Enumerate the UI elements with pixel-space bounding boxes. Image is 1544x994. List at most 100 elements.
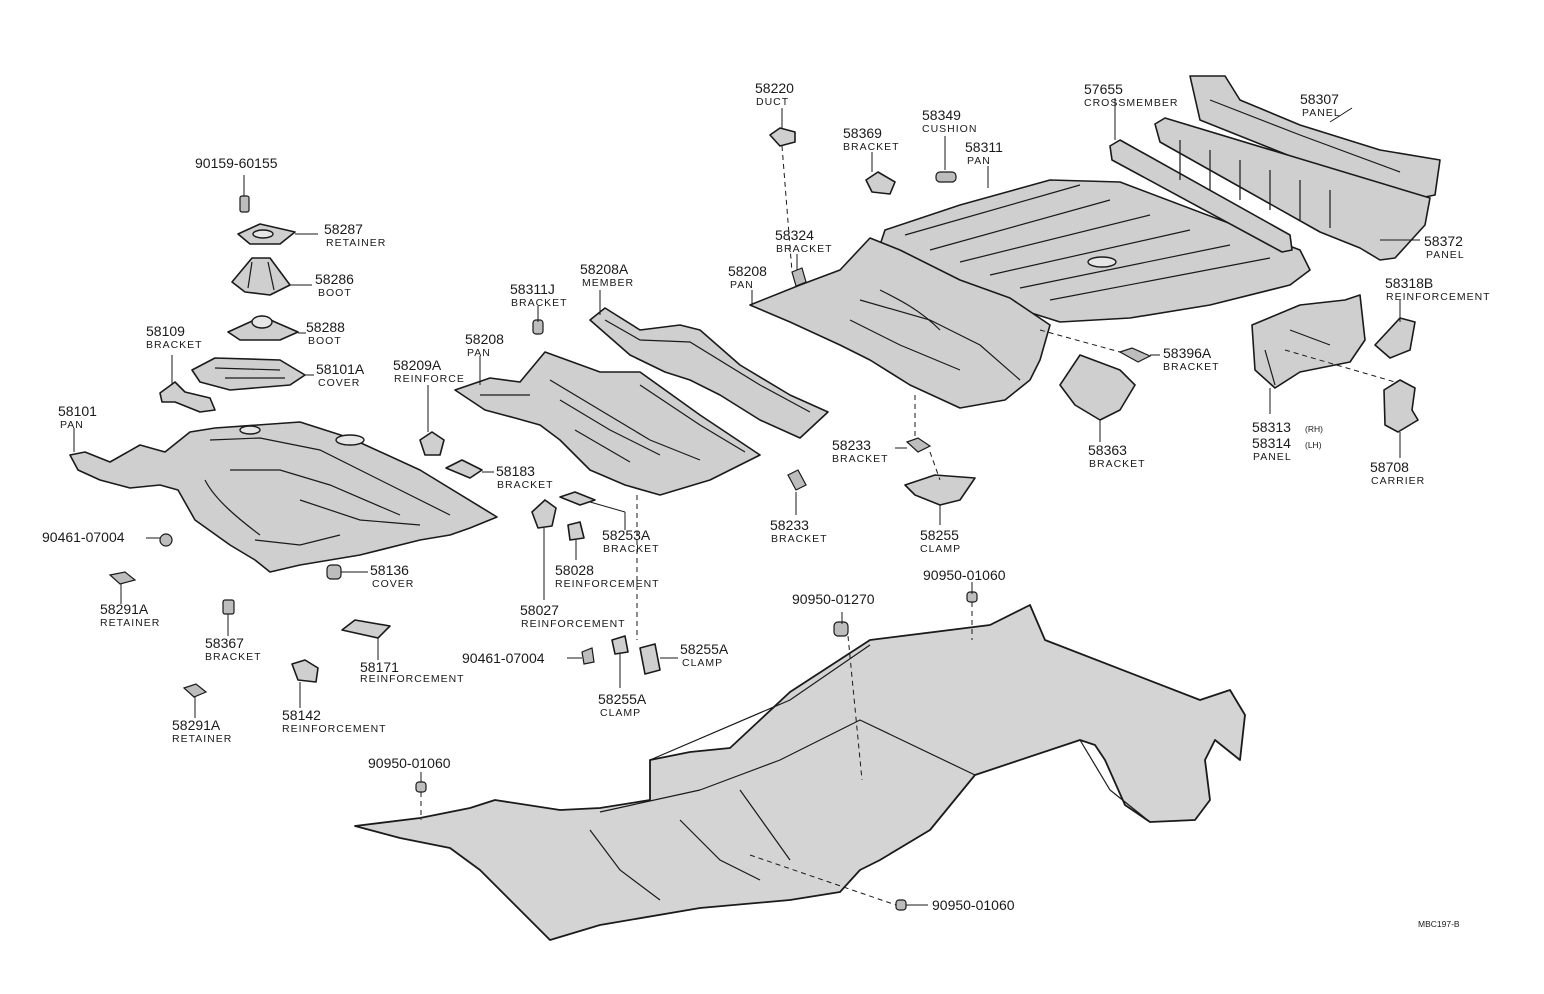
svg-text:(RH): (RH) — [1305, 424, 1323, 434]
svg-text:BRACKET: BRACKET — [776, 243, 833, 255]
svg-text:58313: 58313 — [1252, 419, 1291, 435]
svg-text:MBC197-B: MBC197-B — [1418, 919, 1460, 929]
svg-text:REINFORCE: REINFORCE — [394, 373, 465, 385]
reinforcement-58028 — [567, 521, 585, 541]
svg-text:58208: 58208 — [465, 331, 504, 347]
plug-90950-01060-left — [415, 781, 427, 793]
svg-text:58311J: 58311J — [510, 281, 555, 297]
svg-text:58142: 58142 — [282, 707, 321, 723]
leader-lines — [73, 98, 1420, 906]
svg-text:58288: 58288 — [306, 319, 345, 335]
label-58255A-mid: 58255A CLAMP — [598, 691, 647, 719]
panel-58313-58314 — [1251, 294, 1366, 389]
svg-text:58255A: 58255A — [680, 641, 729, 657]
label-58291A-upper: 58291A RETAINER — [100, 601, 159, 629]
svg-text:90950-01270: 90950-01270 — [792, 591, 875, 607]
label-58255: 58255 CLAMP — [920, 527, 961, 555]
svg-text:58324: 58324 — [775, 227, 814, 243]
svg-text:58253A: 58253A — [602, 527, 651, 543]
label-58349: 58349 CUSHION — [922, 107, 977, 135]
svg-text:PANEL: PANEL — [1302, 107, 1341, 119]
svg-text:58318B: 58318B — [1385, 275, 1433, 291]
svg-text:CLAMP: CLAMP — [600, 707, 641, 719]
bracket-58233-lower — [787, 469, 807, 491]
svg-text:58233: 58233 — [770, 517, 809, 533]
svg-text:CLAMP: CLAMP — [920, 543, 961, 555]
svg-text:58255: 58255 — [920, 527, 959, 543]
svg-text:90950-01060: 90950-01060 — [368, 755, 451, 771]
bracket-58253A — [559, 491, 596, 506]
svg-text:COVER: COVER — [372, 578, 414, 590]
svg-text:RETAINER: RETAINER — [326, 237, 386, 249]
svg-text:REINFORCEMENT: REINFORCEMENT — [521, 618, 626, 630]
bracket-58183 — [445, 459, 483, 479]
label-58142: 58142 REINFORCEMENT — [282, 707, 387, 735]
svg-text:BRACKET: BRACKET — [497, 479, 554, 491]
svg-text:CUSHION: CUSHION — [922, 123, 977, 135]
label-58233-upper: 58233 BRACKET — [832, 437, 889, 465]
bracket-58311J — [532, 319, 544, 335]
label-90950-01270: 90950-01270 — [792, 591, 875, 607]
svg-text:PAN: PAN — [60, 419, 84, 431]
svg-text:58363: 58363 — [1088, 442, 1127, 458]
floor-carpet-assembly — [354, 604, 1246, 941]
svg-text:58183: 58183 — [496, 463, 535, 479]
svg-text:DUCT: DUCT — [756, 96, 789, 108]
label-58233-lower: 58233 BRACKET — [770, 517, 828, 545]
svg-text:58171: 58171 — [360, 659, 399, 675]
member-58208A — [589, 307, 829, 439]
svg-text:90461-07004: 90461-07004 — [42, 529, 125, 545]
svg-text:90159-60155: 90159-60155 — [195, 155, 278, 171]
label-58101: 58101 PAN — [58, 403, 97, 431]
svg-text:MEMBER: MEMBER — [582, 277, 634, 289]
svg-text:REINFORCEMENT: REINFORCEMENT — [1386, 291, 1491, 303]
label-58324: 58324 BRACKET — [775, 227, 833, 255]
label-58396A: 58396A BRACKET — [1163, 345, 1219, 373]
svg-text:BRACKET: BRACKET — [832, 453, 889, 465]
part-labels: 90159-60155 58287 RETAINER 58286 BOOT 58… — [42, 80, 1491, 929]
svg-text:58027: 58027 — [520, 602, 559, 618]
panel-58372 — [1154, 117, 1431, 261]
label-58183: 58183 BRACKET — [496, 463, 554, 491]
svg-text:90950-01060: 90950-01060 — [932, 897, 1015, 913]
svg-text:58287: 58287 — [324, 221, 363, 237]
label-58101A: 58101A COVER — [316, 361, 365, 389]
reinforcement-58027 — [531, 499, 557, 529]
svg-text:PANEL: PANEL — [1253, 451, 1292, 463]
label-90950-01060-bottom: 90950-01060 — [932, 897, 1015, 913]
label-90461-07004-mid: 90461-07004 — [462, 650, 545, 666]
label-58286: 58286 BOOT — [315, 271, 354, 299]
svg-text:BRACKET: BRACKET — [603, 543, 660, 555]
svg-text:BRACKET: BRACKET — [205, 651, 262, 663]
label-58318B: 58318B REINFORCEMENT — [1385, 275, 1491, 303]
reinforcement-58142 — [291, 659, 319, 683]
svg-text:REINFORCEMENT: REINFORCEMENT — [282, 723, 387, 735]
clamp-58255A-right — [639, 643, 661, 675]
label-90950-01060-left: 90950-01060 — [368, 755, 451, 771]
label-58363: 58363 BRACKET — [1088, 442, 1146, 470]
duct-58220 — [769, 127, 796, 147]
carrier-58708 — [1383, 379, 1419, 433]
label-58313-58314: 58313 (RH) 58314 (LH) PANEL — [1252, 419, 1323, 463]
label-58109: 58109 BRACKET — [146, 323, 202, 351]
svg-text:BRACKET: BRACKET — [1089, 458, 1146, 470]
svg-text:58372: 58372 — [1424, 233, 1463, 249]
nut-90461-07004-left — [159, 533, 173, 547]
svg-text:BRACKET: BRACKET — [843, 141, 900, 153]
front-pan-58208-right — [749, 237, 1051, 409]
crossmember-57655 — [1109, 139, 1293, 253]
label-57655: 57655 CROSSMEMBER — [1084, 81, 1177, 109]
bracket-58363 — [1059, 354, 1136, 421]
diagram-code: MBC197-B — [1418, 919, 1460, 929]
svg-text:58255A: 58255A — [598, 691, 647, 707]
svg-text:58101: 58101 — [58, 403, 97, 419]
svg-text:58208: 58208 — [728, 263, 767, 279]
label-58369: 58369 BRACKET — [843, 125, 900, 153]
svg-text:57655: 57655 — [1084, 81, 1123, 97]
label-58372: 58372 PANEL — [1424, 233, 1464, 261]
svg-text:BRACKET: BRACKET — [511, 297, 568, 309]
cushion-58349 — [935, 171, 957, 183]
svg-text:BRACKET: BRACKET — [771, 533, 828, 545]
front-floor-pan-58101 — [69, 421, 498, 573]
